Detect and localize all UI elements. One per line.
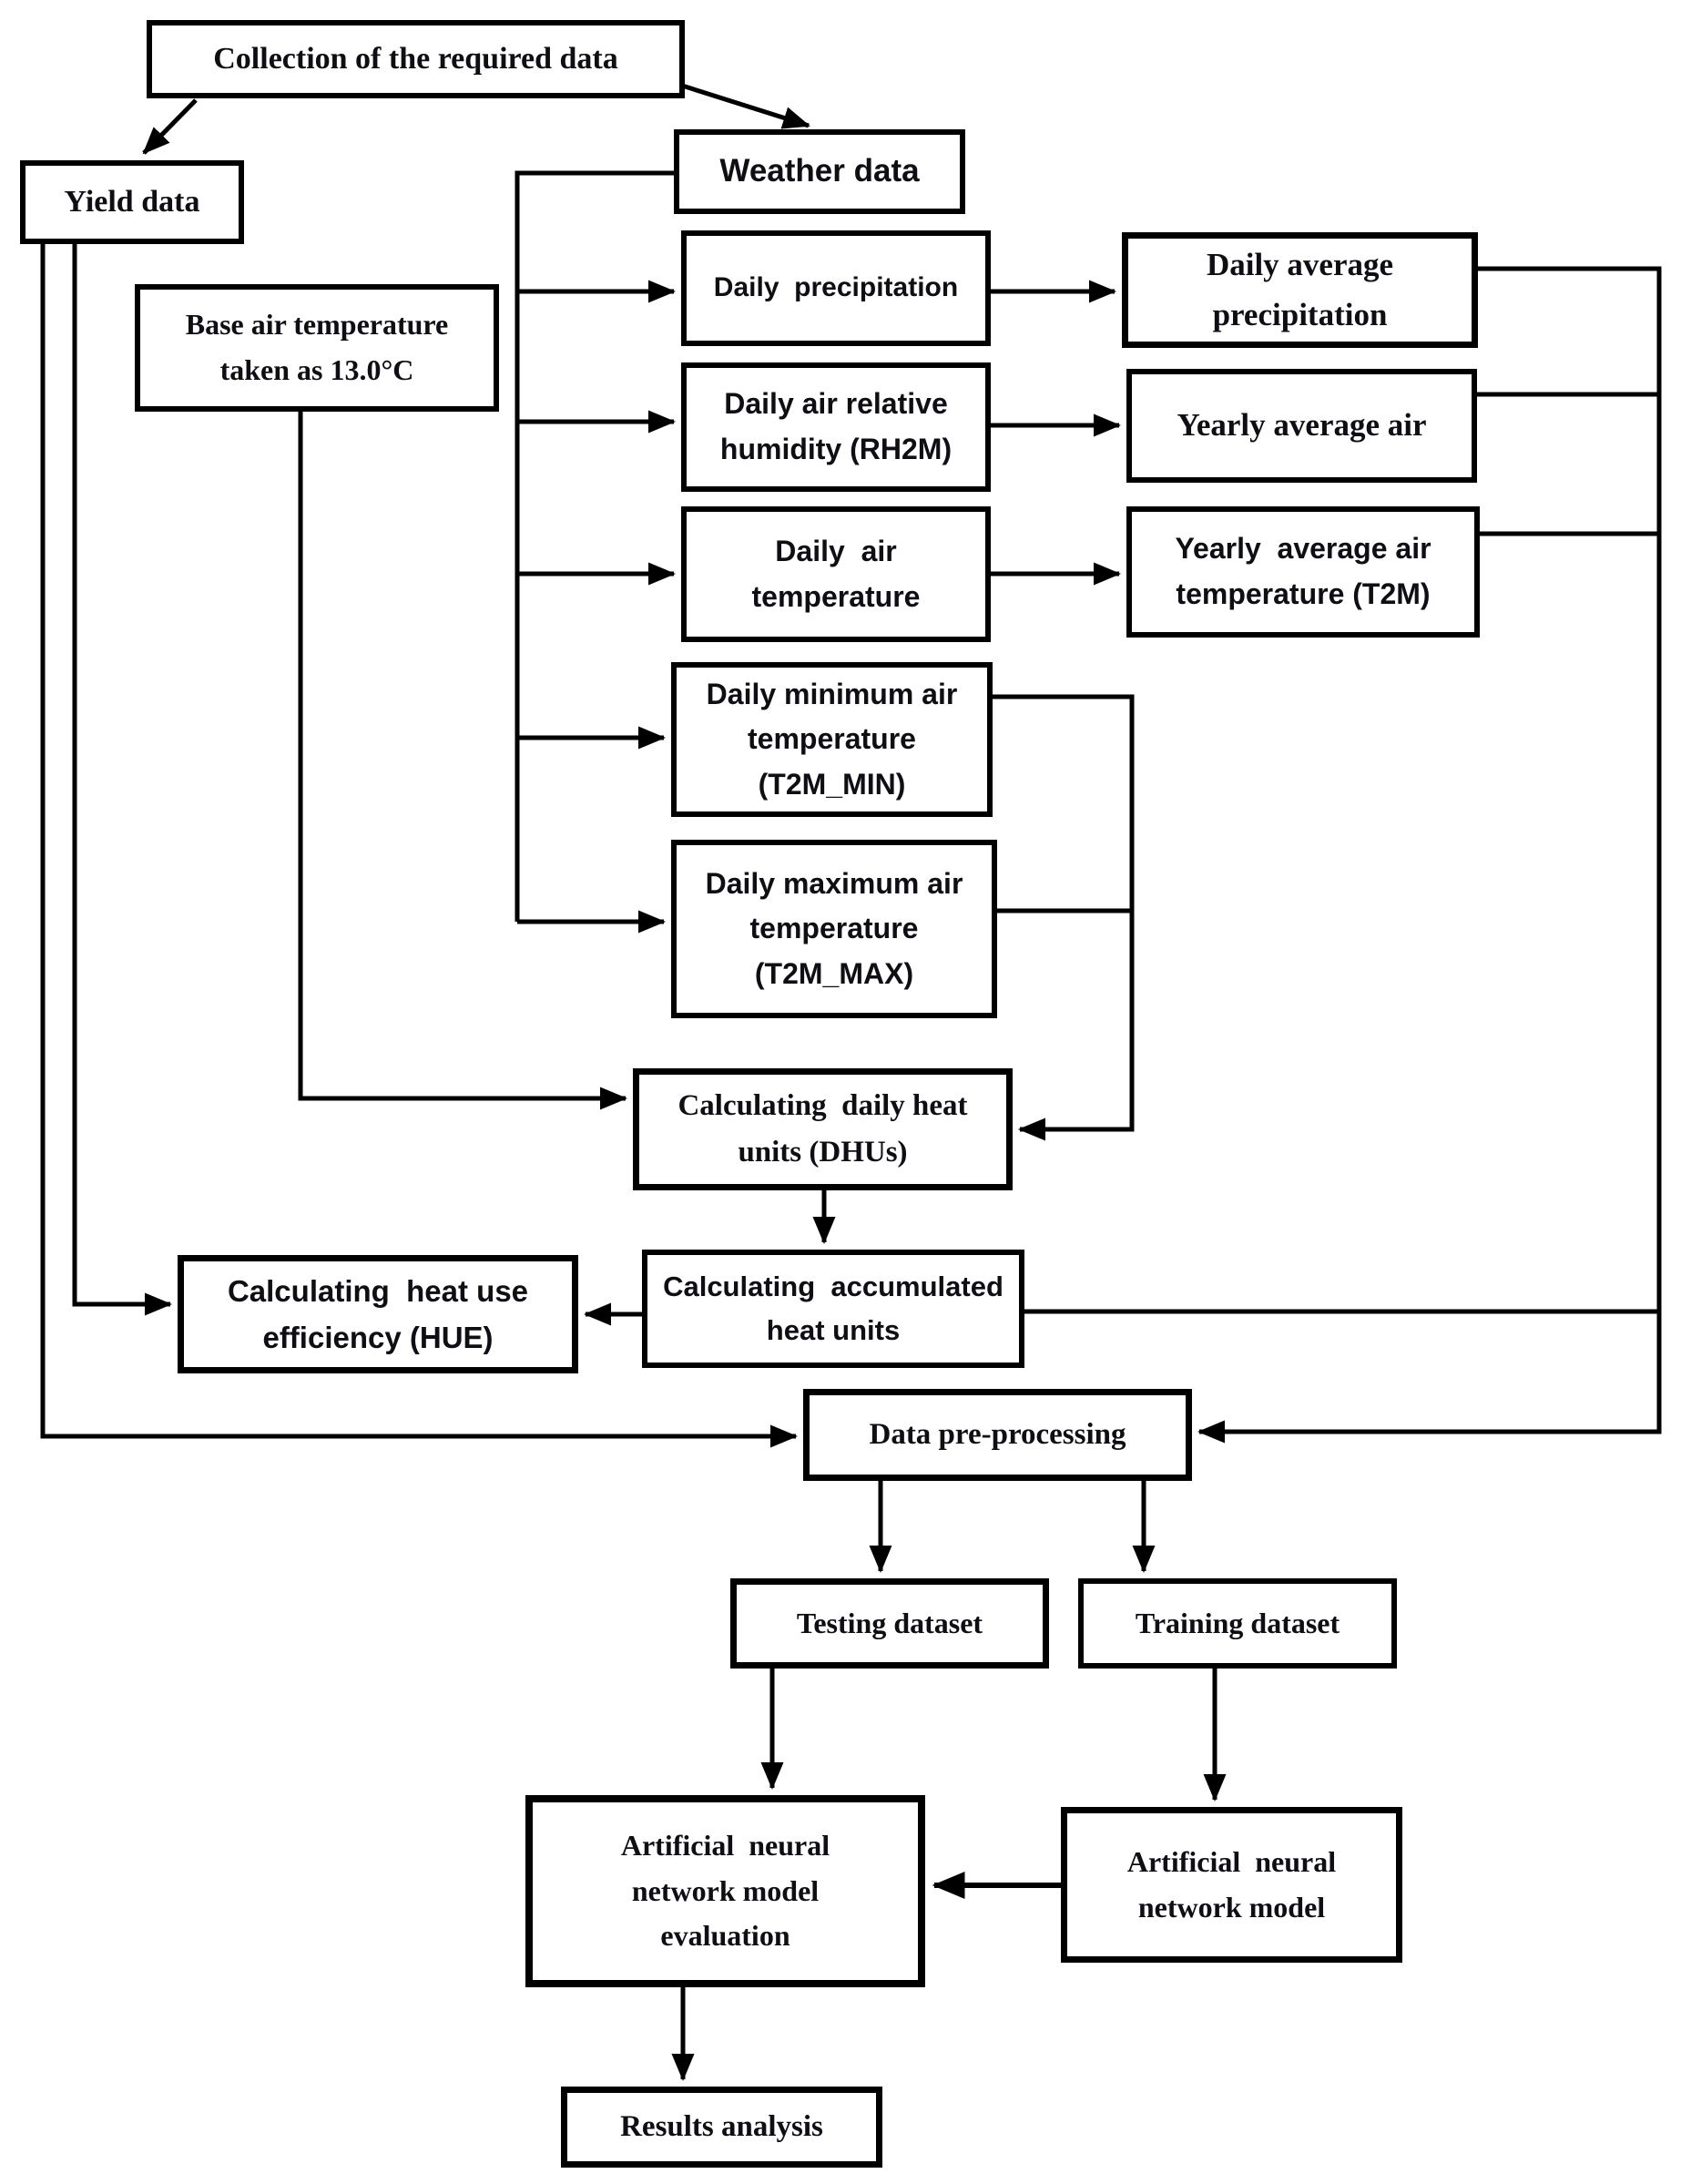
node-daily-heat-units-label-line: Calculating daily heat (677, 1088, 968, 1122)
node-ann-model-evaluation-label-line: evaluation (660, 1919, 790, 1953)
node-daily-precipitation-label-line: Daily precipitation (713, 272, 959, 303)
node-daily-air-relative-humidity: Daily air relative humidity (RH2M) (681, 362, 991, 492)
node-daily-air-temperature: Daily air temperature (681, 506, 991, 642)
node-data-pre-processing: Data pre-processing (803, 1389, 1192, 1481)
node-ann-model: Artificial neural network model (1061, 1807, 1402, 1963)
node-daily-maximum-air-temperature-label-line: Daily maximum air (705, 866, 963, 900)
node-daily-air-relative-humidity-label-line: Daily air relative (724, 387, 948, 421)
node-daily-heat-units: Calculating daily heat units (DHUs) (633, 1068, 1013, 1190)
node-ann-model-evaluation-label-line: network model (631, 1873, 820, 1907)
node-daily-air-relative-humidity-label-line: humidity (RH2M) (719, 433, 953, 465)
node-accumulated-heat-units-label-line: Calculating accumulated (663, 1270, 1004, 1302)
node-yearly-average-air: Yearly average air (1126, 369, 1477, 483)
node-weather-data: Weather data (674, 129, 965, 214)
node-results-analysis-label-line: Results analysis (620, 2109, 823, 2143)
node-daily-minimum-air-temperature-label-line: (T2M_MIN) (758, 767, 906, 801)
node-yearly-average-air-temperature: Yearly average air temperature (T2M) (1126, 506, 1480, 638)
node-ann-model-label-line: Artificial neural (1126, 1844, 1337, 1878)
node-base-air-temperature: Base air temperature taken as 13.0°C (135, 284, 499, 412)
node-daily-maximum-air-temperature-label-line: (T2M_MAX) (754, 956, 914, 990)
edge-collection-to-yield-data (142, 98, 198, 155)
node-daily-heat-units-label-line: units (DHUs) (738, 1136, 908, 1169)
edge-yield-data-to-data-pre-processing (40, 244, 799, 1448)
node-daily-average-precipitation: Daily average precipitation (1122, 232, 1478, 348)
node-data-pre-processing-label-line: Data pre-processing (869, 1417, 1126, 1451)
node-results-analysis: Results analysis (561, 2087, 882, 2168)
node-daily-minimum-air-temperature: Daily minimum air temperature (T2M_MIN) (671, 662, 993, 817)
node-daily-air-temperature-label-line: Daily air (775, 534, 897, 567)
node-testing-dataset: Testing dataset (730, 1578, 1049, 1669)
node-yearly-average-air-temperature-label-line: Yearly average air (1175, 532, 1431, 566)
node-daily-minimum-air-temperature-label-line: Daily minimum air (706, 677, 958, 710)
node-weather-data-label-line: Weather data (719, 153, 920, 189)
node-yearly-average-air-temperature-label-line: temperature (T2M) (1176, 577, 1431, 610)
node-daily-maximum-air-temperature-label-line: temperature (749, 912, 919, 945)
node-daily-air-temperature-label-line: temperature (751, 579, 921, 613)
node-daily-average-precipitation-label-line: precipitation (1212, 296, 1388, 332)
node-collection: Collection of the required data (147, 20, 685, 98)
node-heat-use-efficiency: Calculating heat use efficiency (HUE) (178, 1255, 578, 1373)
node-daily-minimum-air-temperature-label-line: temperature (748, 722, 916, 756)
node-collection-label-line: Collection of the required data (213, 41, 618, 76)
node-yield-data: Yield data (20, 160, 244, 244)
node-training-dataset-label-line: Training dataset (1135, 1606, 1340, 1639)
node-ann-model-evaluation: Artificial neural network model evaluation (525, 1795, 925, 1987)
node-base-air-temperature-label-line: taken as 13.0°C (219, 353, 414, 386)
node-training-dataset: Training dataset (1078, 1578, 1397, 1669)
node-accumulated-heat-units: Calculating accumulated heat units (642, 1250, 1024, 1368)
edge-base-air-temperature-to-daily-heat-units (298, 412, 628, 1110)
node-base-air-temperature-label-line: Base air temperature (185, 308, 449, 342)
edge-weather-trunk (514, 170, 674, 922)
node-accumulated-heat-units-label-line: heat units (766, 1314, 901, 1346)
node-heat-use-efficiency-label-line: efficiency (HUE) (262, 1321, 494, 1354)
node-yearly-average-air-label-line: Yearly average air (1177, 407, 1427, 444)
node-daily-average-precipitation-label-line: Daily average (1206, 247, 1394, 283)
node-daily-precipitation: Daily precipitation (681, 230, 991, 346)
node-yield-data-label-line: Yield data (64, 184, 200, 219)
edge-yield-data-to-heat-use-efficiency (72, 244, 173, 1316)
node-ann-model-label-line: network model (1137, 1890, 1326, 1924)
node-ann-model-evaluation-label-line: Artificial neural (620, 1829, 830, 1863)
edge-right-trunk-to-data-pre-processing (1197, 266, 1662, 1444)
edge-collection-to-weather-data (678, 82, 810, 129)
node-heat-use-efficiency-label-line: Calculating heat use (227, 1273, 529, 1308)
node-daily-maximum-air-temperature: Daily maximum air temperature (T2M_MAX) (671, 840, 997, 1018)
node-testing-dataset-label-line: Testing dataset (796, 1606, 983, 1639)
